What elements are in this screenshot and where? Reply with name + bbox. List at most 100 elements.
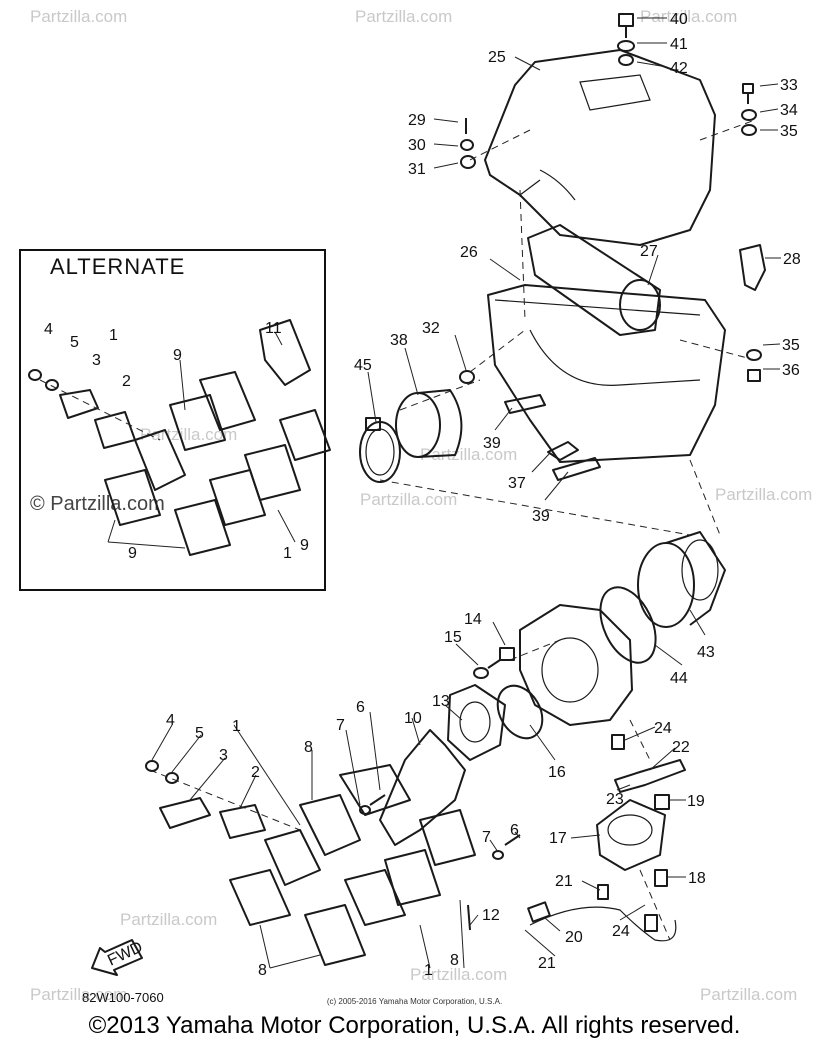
callout-9c: 9: [300, 537, 309, 554]
joint-13: [447, 684, 506, 761]
alternate-box: [19, 249, 326, 591]
callout-3a: 3: [219, 747, 228, 764]
plug-19: [654, 794, 670, 810]
svg-text:Partzilla.com: Partzilla.com: [30, 985, 127, 1004]
nut-36: [747, 369, 761, 382]
strip-39a: [504, 394, 546, 414]
drawing-code: 82W100-7060: [82, 990, 164, 1005]
callout-18: 18: [688, 870, 706, 887]
bolts-6-7: [359, 794, 521, 860]
svg-text:Partzilla.com: Partzilla.com: [360, 490, 457, 509]
carburetor: [519, 604, 633, 726]
callout-39b: 39: [532, 508, 550, 525]
fuel-pump-17: [596, 799, 666, 871]
fwd-arrow-icon: FWD: [91, 939, 145, 976]
callout-30: 30: [408, 137, 426, 154]
callout-5b: 5: [70, 334, 79, 351]
callout-39a: 39: [483, 435, 501, 452]
callout-4a: 4: [166, 712, 175, 729]
callout-25: 25: [488, 49, 506, 66]
callout-34: 34: [780, 102, 798, 119]
callout-36: 36: [782, 362, 800, 379]
svg-text:Partzilla.com: Partzilla.com: [420, 445, 517, 464]
band-37: [547, 441, 579, 461]
pin-12: [467, 904, 471, 931]
bolt-14-15: [473, 647, 515, 679]
svg-text:Partzilla.com: Partzilla.com: [715, 485, 812, 504]
callout-8c: 8: [258, 962, 267, 979]
alternate-title: ALTERNATE: [50, 254, 186, 279]
callout-20: 20: [565, 929, 583, 946]
callout-42: 42: [670, 60, 688, 77]
svg-text:Partzilla.com: Partzilla.com: [410, 965, 507, 984]
callout-2a: 2: [251, 764, 260, 781]
hose-20: [527, 901, 551, 923]
svg-text:© Partzilla.com: © Partzilla.com: [30, 493, 165, 515]
svg-text:Partzilla.com: Partzilla.com: [640, 7, 737, 26]
callout-2b: 2: [122, 373, 131, 390]
nut-32: [459, 370, 475, 384]
callout-29: 29: [408, 112, 426, 129]
callout-13: 13: [432, 693, 450, 710]
intake-duct-27: [527, 224, 661, 336]
washer-35b: [746, 349, 762, 361]
air-box-base-26: [487, 284, 726, 463]
callout-21a: 21: [555, 873, 573, 890]
callout-22: 22: [672, 739, 690, 756]
callout-1b: 1: [424, 962, 433, 979]
callout-10: 10: [404, 710, 422, 727]
callout-4b: 4: [44, 321, 53, 338]
guide-lines: [39, 119, 756, 941]
watermarks: Partzilla.com Partzilla.com Partzilla.co…: [30, 7, 812, 1004]
callout-24b: 24: [612, 923, 630, 940]
callout-7a: 7: [336, 717, 345, 734]
callout-28: 28: [783, 251, 801, 268]
callout-23: 23: [606, 791, 624, 808]
callout-17: 17: [549, 830, 567, 847]
callout-3b: 3: [92, 352, 101, 369]
callout-21b: 21: [538, 955, 556, 972]
callout-27: 27: [640, 243, 658, 260]
callout-38: 38: [390, 332, 408, 349]
callout-8b: 8: [450, 952, 459, 969]
clamp-45: [359, 417, 401, 483]
bolts-29-31: [460, 118, 476, 169]
callout-45: 45: [354, 357, 372, 374]
o-ring-44: [599, 586, 657, 664]
callout-15: 15: [444, 629, 462, 646]
alternate-parts: [28, 319, 331, 556]
bolts-40-42: [617, 13, 635, 66]
bolts-33-35: [741, 83, 757, 136]
callout-1c: 1: [109, 327, 118, 344]
joint-18: [654, 869, 668, 887]
callout-9b: 9: [128, 545, 137, 562]
callout-16: 16: [548, 764, 566, 781]
callout-44: 44: [670, 670, 688, 687]
air-box-cover-25: [484, 49, 716, 246]
reed-3: [159, 797, 211, 829]
callout-11: 11: [265, 320, 282, 337]
hose-line: [529, 906, 677, 942]
small-copyright: (c) 2005-2016 Yamaha Motor Corporation, …: [326, 997, 503, 1006]
callout-6b: 6: [510, 822, 519, 839]
callout-31: 31: [408, 161, 426, 178]
callout-9a: 9: [173, 347, 182, 364]
stopper-2: [219, 804, 266, 839]
manifold-10: [379, 729, 466, 846]
hose-22: [614, 759, 686, 793]
strip-39b: [552, 457, 601, 481]
svg-text:Partzilla.com: Partzilla.com: [120, 910, 217, 929]
gaskets-8: [229, 764, 476, 966]
callouts: 40 41 42 25 33 34 35 29 30 31 26 27 28 3…: [44, 11, 801, 979]
callout-40: 40: [670, 11, 688, 28]
callout-8a: 8: [304, 739, 313, 756]
footer-copyright: ©2013 Yamaha Motor Corporation, U.S.A. A…: [88, 1012, 741, 1039]
callout-37: 37: [508, 475, 526, 492]
callout-leaders: [107, 17, 781, 969]
clamp-16: [496, 684, 544, 740]
callout-1a: 1: [232, 718, 241, 735]
callout-24a: 24: [654, 720, 672, 737]
joint-43: [637, 531, 726, 628]
svg-text:Partzilla.com: Partzilla.com: [355, 7, 452, 26]
